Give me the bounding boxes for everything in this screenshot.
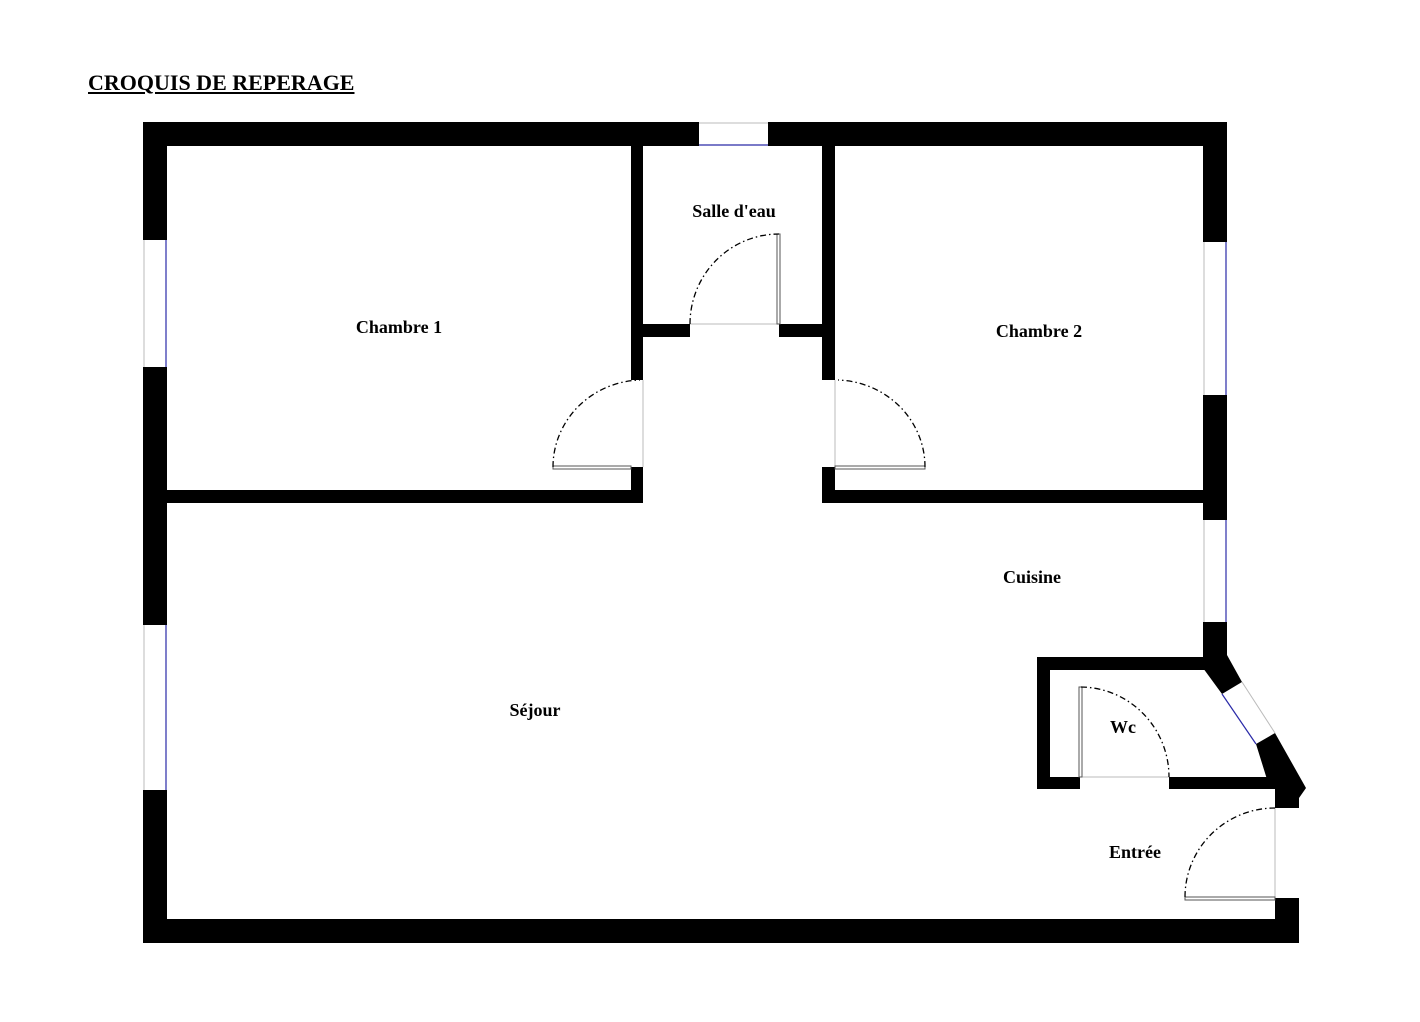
- interior-walls: [167, 146, 1273, 789]
- room-label-cuisine: Cuisine: [1003, 567, 1061, 587]
- windows: [143, 122, 1276, 790]
- door-chambre2: [834, 379, 926, 470]
- room-label-chambre1: Chambre 1: [356, 317, 442, 337]
- room-label-wc: Wc: [1110, 717, 1136, 737]
- outer-walls: [143, 122, 1306, 943]
- door-wc: [1078, 686, 1170, 778]
- room-label-entree: Entrée: [1109, 842, 1161, 862]
- page-title: CROQUIS DE REPERAGE: [88, 70, 355, 95]
- room-label-salle-eau: Salle d'eau: [692, 201, 776, 221]
- door-salle-eau: [689, 233, 781, 325]
- door-entree: [1184, 807, 1276, 901]
- room-label-sejour: Séjour: [510, 700, 561, 720]
- door-chambre1: [552, 379, 644, 470]
- room-label-chambre2: Chambre 2: [996, 321, 1082, 341]
